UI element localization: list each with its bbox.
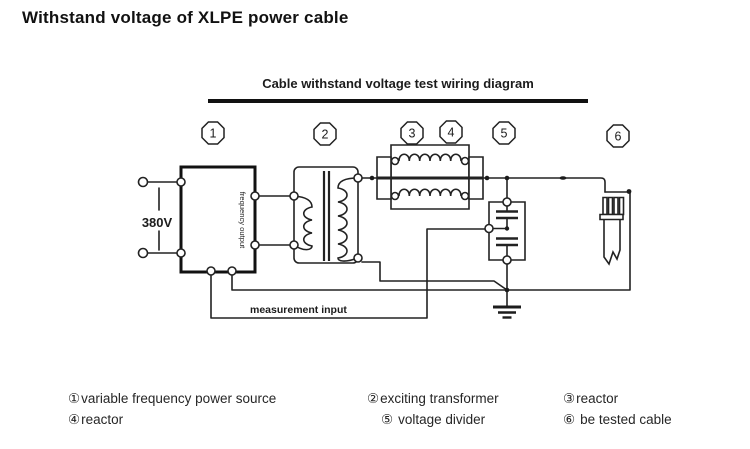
reactor-assembly: [377, 145, 483, 209]
cable-collar: [600, 215, 623, 220]
diagram-title: Cable withstand voltage test wiring diag…: [262, 76, 534, 91]
badge-3: 3: [401, 122, 423, 144]
source-voltage-label: 380V: [142, 215, 173, 230]
legend-label-4: reactor: [81, 412, 124, 427]
wire-measurement: [211, 229, 485, 318]
cable-body: [604, 220, 620, 265]
legend-item-2: ②exciting transformer: [367, 391, 499, 407]
junction-dot: [504, 175, 510, 181]
legend-label-2: exciting transformer: [380, 391, 499, 406]
badge-number: 1: [210, 127, 217, 141]
terminal: [462, 193, 469, 200]
terminal: [177, 249, 185, 257]
badges: 1 2 3 4 5 6: [202, 121, 629, 147]
junction-dot: [504, 226, 510, 231]
wire-hv-2: [483, 178, 605, 192]
terminal: [251, 192, 259, 200]
terminal: [503, 256, 511, 264]
reactor-bottom-coil-icon: [399, 189, 461, 196]
exciting-transformer: [294, 167, 358, 263]
legend-label-3: reactor: [576, 391, 619, 406]
transformer-loop: [294, 167, 358, 263]
legend-num-5: ⑤: [381, 412, 394, 427]
junction-dot: [484, 175, 490, 181]
reactor-top-coil-icon: [399, 154, 461, 161]
tested-cable: [600, 198, 624, 265]
ground-icon: [493, 307, 521, 318]
terminal: [290, 192, 298, 200]
terminal: [290, 241, 298, 249]
legend-item-1: ①variable frequency power source: [68, 391, 276, 407]
terminal: [392, 193, 399, 200]
secondary-winding-icon: [338, 178, 358, 261]
measurement-input-label: measurement input: [250, 304, 347, 316]
terminal: [462, 158, 469, 165]
terminal: [354, 174, 362, 182]
frequency-output-label: frequency output: [238, 192, 247, 249]
badge-1: 1: [202, 122, 224, 144]
legend-label-1: variable frequency power source: [81, 391, 277, 406]
legend-label-6: be tested cable: [580, 412, 672, 427]
terminal: [503, 198, 511, 206]
legend-item-5: ⑤ voltage divider: [381, 412, 485, 428]
primary-winding-icon: [294, 196, 312, 250]
variable-frequency-power-source: frequency output: [181, 167, 255, 272]
supply-terminal-bottom: [139, 249, 148, 258]
terminal: [177, 178, 185, 186]
transformer-core-icon: [324, 171, 329, 261]
terminal: [392, 158, 399, 165]
terminals: [139, 158, 512, 276]
terminal: [485, 225, 493, 233]
badge-number: 5: [501, 127, 508, 141]
wire-lv-return: [362, 262, 507, 290]
junction-dot: [559, 176, 567, 180]
badge-number: 6: [615, 130, 622, 144]
badge-6: 6: [607, 125, 629, 147]
junction-dots: [369, 175, 632, 293]
legend-item-3: ③reactor: [563, 391, 618, 407]
legend-label-5: voltage divider: [398, 412, 486, 427]
badge-5: 5: [493, 122, 515, 144]
legend-num-2: ②: [367, 391, 380, 406]
terminal: [207, 267, 215, 275]
power-source-box: [181, 167, 255, 272]
badge-number: 3: [409, 127, 416, 141]
legend-num-6: ⑥: [563, 412, 576, 427]
junction-dot: [626, 189, 632, 194]
legend-num-1: ①: [68, 391, 81, 406]
wire-return: [232, 192, 630, 290]
junction-dot: [504, 287, 510, 293]
junction-dot: [369, 175, 375, 181]
legend-num-4: ④: [68, 412, 81, 427]
terminal: [228, 267, 236, 275]
legend-num-3: ③: [563, 391, 576, 406]
terminal: [354, 254, 362, 262]
badge-2: 2: [314, 123, 336, 145]
page-title: Withstand voltage of XLPE power cable: [22, 8, 349, 27]
legend-item-4: ④reactor: [68, 412, 123, 428]
terminal: [251, 241, 259, 249]
badge-number: 2: [322, 128, 329, 142]
badge-number: 4: [448, 126, 455, 140]
legend-item-6: ⑥ be tested cable: [563, 412, 672, 428]
supply-terminal-top: [139, 178, 148, 187]
badge-4: 4: [440, 121, 462, 143]
